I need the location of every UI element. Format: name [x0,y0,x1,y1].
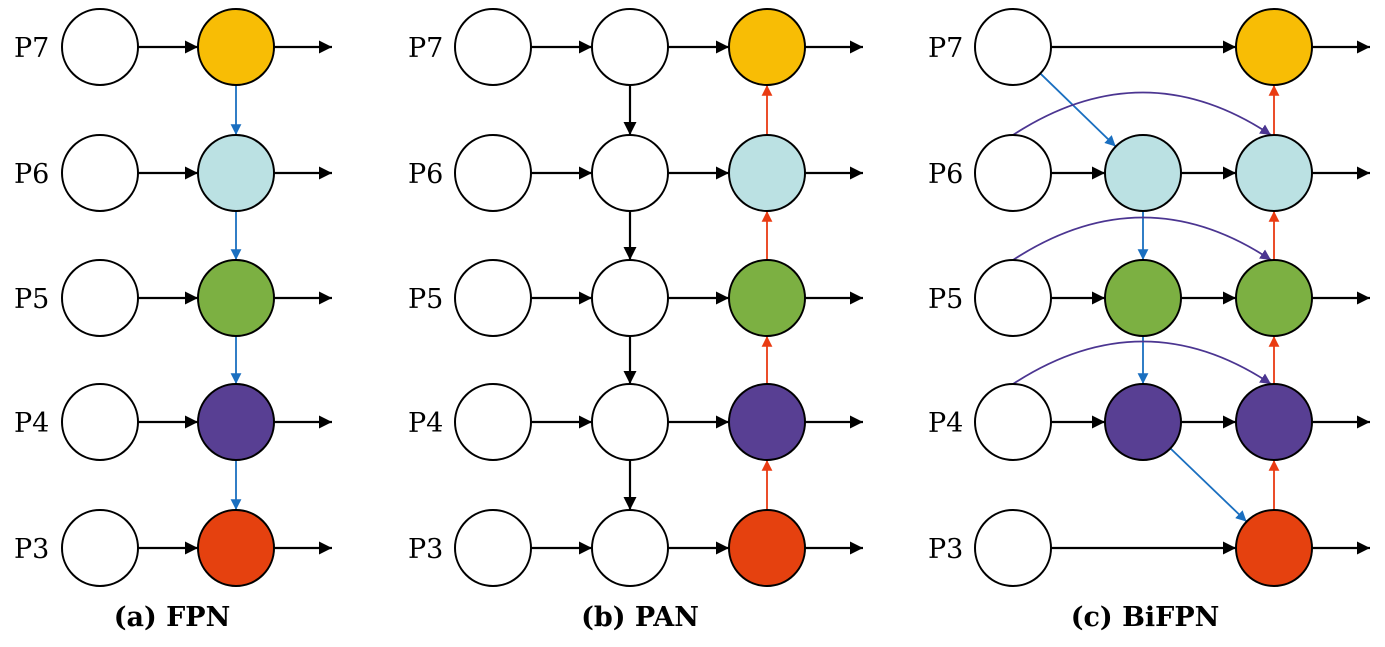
level-label-p7: P7 [928,33,963,64]
level-label-p6: P6 [928,159,963,190]
node-p3-col0 [454,509,532,587]
node-p4-col0 [454,383,532,461]
node-p6-col2 [728,134,806,212]
node-p6-col1 [1104,134,1182,212]
node-p4-col1 [591,383,669,461]
node-p6-col1 [591,134,669,212]
node-p6-col1 [197,134,275,212]
level-label-p7: P7 [408,33,443,64]
level-label-p3: P3 [408,534,443,565]
node-p4-col0 [974,383,1052,461]
node-p5-col1 [197,259,275,337]
node-p5-col0 [61,259,139,337]
node-p7-col2 [728,8,806,86]
node-p6-col2 [1235,134,1313,212]
level-label-p6: P6 [14,159,49,190]
node-p3-col2 [728,509,806,587]
caption-pan: (b) PAN [581,602,699,633]
edge-p40-to-p42 [1012,340,1272,385]
node-p7-col1 [197,8,275,86]
level-label-p3: P3 [14,534,49,565]
node-p6-col0 [974,134,1052,212]
caption-bifpn: (c) BiFPN [1071,602,1220,633]
node-p5-col1 [591,259,669,337]
node-p7-col1 [591,8,669,86]
node-p4-col1 [197,383,275,461]
level-label-p4: P4 [928,408,963,439]
edge-p70-to-p61 [1039,72,1117,148]
level-label-p6: P6 [408,159,443,190]
level-label-p3: P3 [928,534,963,565]
node-p3-col0 [974,509,1052,587]
level-label-p7: P7 [14,33,49,64]
node-p7-col0 [974,8,1052,86]
edge-p60-to-p62 [1012,91,1272,136]
node-p3-col2 [1235,509,1313,587]
node-p4-col1 [1104,383,1182,461]
node-p5-col1 [1104,259,1182,337]
node-p7-col2 [1235,8,1313,86]
node-p3-col0 [61,509,139,587]
level-label-p5: P5 [408,284,443,315]
node-p5-col0 [974,259,1052,337]
node-p7-col0 [61,8,139,86]
edge-p50-to-p52 [1012,216,1272,261]
level-label-p5: P5 [928,284,963,315]
node-p4-col0 [61,383,139,461]
node-p6-col0 [61,134,139,212]
level-label-p4: P4 [14,408,49,439]
node-p7-col0 [454,8,532,86]
node-p3-col1 [197,509,275,587]
edge-p41-to-p32 [1169,447,1248,523]
caption-fpn: (a) FPN [114,602,231,633]
level-label-p5: P5 [14,284,49,315]
node-p5-col2 [1235,259,1313,337]
node-p4-col2 [728,383,806,461]
node-p5-col0 [454,259,532,337]
node-p5-col2 [728,259,806,337]
level-label-p4: P4 [408,408,443,439]
node-p3-col1 [591,509,669,587]
node-p4-col2 [1235,383,1313,461]
node-p6-col0 [454,134,532,212]
